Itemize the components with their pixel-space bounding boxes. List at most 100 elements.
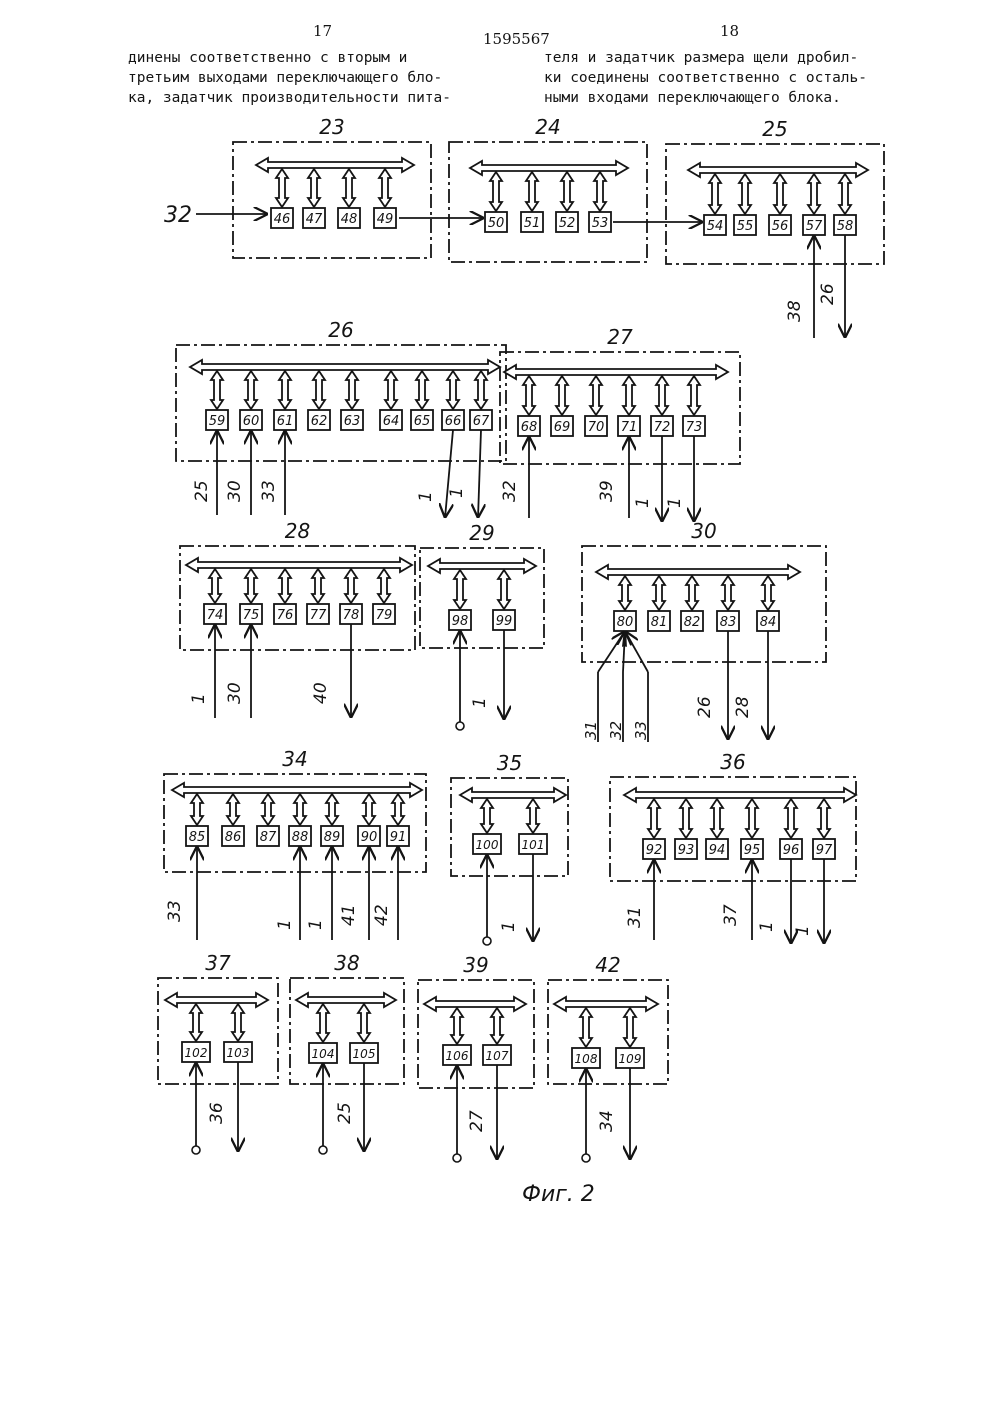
cell-label-95: 95	[744, 843, 761, 858]
block-36-output-label: 1	[757, 921, 777, 932]
block-26-label: 26	[328, 318, 353, 342]
block-37-bus	[165, 993, 268, 1007]
cell-label-80: 80	[617, 615, 634, 630]
block-26-output-line	[478, 430, 481, 518]
block-30-input-line	[625, 631, 648, 672]
block-42-terminal	[582, 1154, 590, 1162]
cell-label-60: 60	[243, 414, 260, 429]
figure-caption: Фиг. 2	[522, 1182, 595, 1207]
cell-label-93: 93	[678, 843, 695, 858]
cell-label-77: 77	[310, 608, 327, 623]
block-24-label: 24	[535, 115, 560, 139]
block-34-input-label: 1	[275, 919, 295, 930]
block-24-link-52	[561, 172, 573, 211]
block-28-link-76	[279, 569, 291, 603]
block-38-output-label: 25	[335, 1102, 355, 1124]
block-34-input-label: 1	[306, 919, 326, 930]
cell-label-83: 83	[720, 615, 737, 630]
cell-label-79: 79	[376, 608, 393, 623]
block-26-link-62	[313, 371, 325, 409]
block-42-frame	[548, 980, 668, 1084]
cell-label-90: 90	[361, 830, 378, 845]
block-36-link-95	[746, 799, 758, 838]
block-30-label: 30	[691, 519, 716, 543]
block-38-bus	[296, 993, 396, 1007]
block-36-link-93	[680, 799, 692, 838]
cell-label-67: 67	[473, 414, 490, 429]
block-36-bus	[624, 788, 856, 802]
block-37-terminal	[192, 1146, 200, 1154]
block-28-input-label: 30	[225, 682, 245, 704]
cell-label-55: 55	[737, 219, 754, 234]
block-25-input-label: 38	[785, 300, 805, 322]
block-35-terminal	[483, 937, 491, 945]
block-26-link-61	[279, 371, 291, 409]
block-38-link-105	[358, 1004, 370, 1042]
block-34-input-label: 42	[372, 904, 392, 926]
block-26-output-line	[445, 430, 453, 518]
block-28-bus	[186, 558, 412, 572]
cell-label-53: 53	[592, 216, 609, 231]
block-25-output-label: 26	[818, 283, 838, 305]
cell-label-82: 82	[684, 615, 701, 630]
cell-label-70: 70	[588, 420, 605, 435]
block-26-link-59	[211, 371, 223, 409]
block-25-link-58	[839, 174, 851, 214]
block-27-output-label: 1	[665, 497, 685, 508]
block-36-label: 36	[720, 750, 745, 774]
block-27-input-label: 39	[597, 480, 617, 502]
block-42-link-108	[580, 1008, 592, 1047]
block-30-input-label: 32	[607, 721, 625, 740]
block-39-output-label: 27	[467, 1110, 487, 1132]
block-37-link-102	[190, 1004, 202, 1041]
block-24-link-50	[490, 172, 502, 211]
block-26-output-label: 1	[416, 491, 436, 502]
block-25-link-55	[739, 174, 751, 214]
block-27-label: 27	[607, 325, 633, 349]
cell-label-52: 52	[559, 216, 576, 231]
cell-label-107: 107	[486, 1049, 509, 1063]
cell-label-102: 102	[185, 1046, 208, 1060]
cell-label-109: 109	[619, 1052, 642, 1066]
block-26-input-label: 33	[259, 480, 279, 502]
input-label-32: 32	[164, 203, 192, 228]
cell-label-68: 68	[521, 420, 538, 435]
block-28-link-79	[378, 569, 390, 603]
block-36-link-94	[711, 799, 723, 838]
cell-label-97: 97	[816, 843, 833, 858]
block-29-output-label: 1	[470, 697, 490, 708]
block-36-input-label: 31	[625, 906, 645, 928]
block-34-link-86	[227, 794, 239, 825]
cell-label-87: 87	[260, 830, 277, 845]
cell-label-88: 88	[292, 830, 309, 845]
block-30-link-81	[653, 576, 665, 610]
block-35-bus	[460, 788, 566, 802]
block-37-output-label: 36	[207, 1102, 227, 1124]
cell-label-65: 65	[414, 414, 431, 429]
block-26-link-63	[346, 371, 358, 409]
block-29-bus	[428, 559, 536, 573]
block-30-link-84	[762, 576, 774, 610]
block-30-link-83	[722, 576, 734, 610]
cell-label-72: 72	[654, 420, 671, 435]
cell-label-103: 103	[227, 1046, 250, 1060]
cell-label-62: 62	[311, 414, 328, 429]
block-30-output-label: 26	[695, 696, 715, 718]
cell-label-71: 71	[621, 420, 638, 435]
block-34-link-85	[191, 794, 203, 825]
block-42-output-label: 34	[597, 1110, 617, 1132]
block-39-label: 39	[463, 953, 488, 977]
block-38-label: 38	[334, 951, 359, 975]
block-30-input-line	[598, 631, 625, 672]
block-39-link-107	[491, 1008, 503, 1044]
block-24-frame	[449, 142, 647, 262]
block-23-link-46	[276, 169, 288, 207]
cell-label-108: 108	[575, 1052, 598, 1066]
cell-label-57: 57	[806, 219, 823, 234]
cell-label-78: 78	[343, 608, 360, 623]
block-35-link-100	[481, 799, 493, 833]
block-42-label: 42	[595, 953, 620, 977]
block-28-link-74	[209, 569, 221, 603]
block-30-link-80	[619, 576, 631, 610]
